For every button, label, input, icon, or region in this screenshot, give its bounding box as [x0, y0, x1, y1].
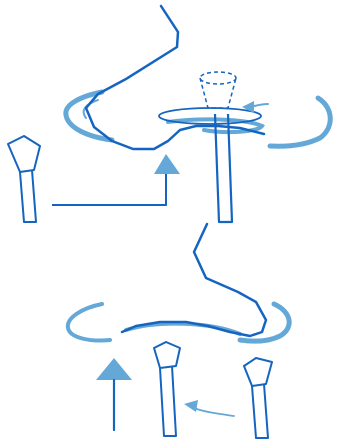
bottom-panel [65, 222, 292, 439]
curved-arrow [184, 400, 235, 417]
bottom-swirl-right [237, 301, 292, 344]
bottom-cup-on-stick-right [243, 357, 273, 439]
bottom-swirl-left [65, 302, 112, 343]
curved-arrow-head [184, 400, 198, 412]
bottom-swirl-center [124, 321, 242, 336]
top-cup-stick [19, 169, 37, 223]
l-arrow-line [52, 170, 167, 206]
top-swirl-right [267, 95, 333, 149]
middle-cup-head [153, 341, 181, 369]
rotation-arrow-shaft [249, 103, 269, 108]
bottom-cup-on-stick-middle [153, 341, 181, 437]
middle-cup-stick [159, 365, 177, 437]
rotation-arrow-head [242, 101, 254, 113]
up-arrow-head [96, 358, 132, 380]
top-axle-stick [213, 113, 234, 224]
right-cup-head [243, 357, 273, 387]
top-swirl-left [63, 89, 115, 143]
bottom-wavy-cord [120, 222, 268, 338]
l-arrow-head [154, 154, 180, 174]
up-arrow [96, 358, 132, 432]
curved-arrow-line [193, 407, 235, 417]
dashed-cup-body [199, 77, 237, 109]
top-wavy-cord [84, 4, 266, 151]
right-cup-stick [251, 383, 269, 439]
rotation-ellipse [158, 107, 262, 125]
l-shaped-arrow [52, 154, 180, 206]
dashed-lifted-cup [199, 71, 237, 109]
top-cup-head [7, 135, 41, 173]
top-panel [7, 4, 333, 224]
dashed-cup-rim [199, 71, 237, 85]
top-cup-on-stick [7, 135, 41, 223]
